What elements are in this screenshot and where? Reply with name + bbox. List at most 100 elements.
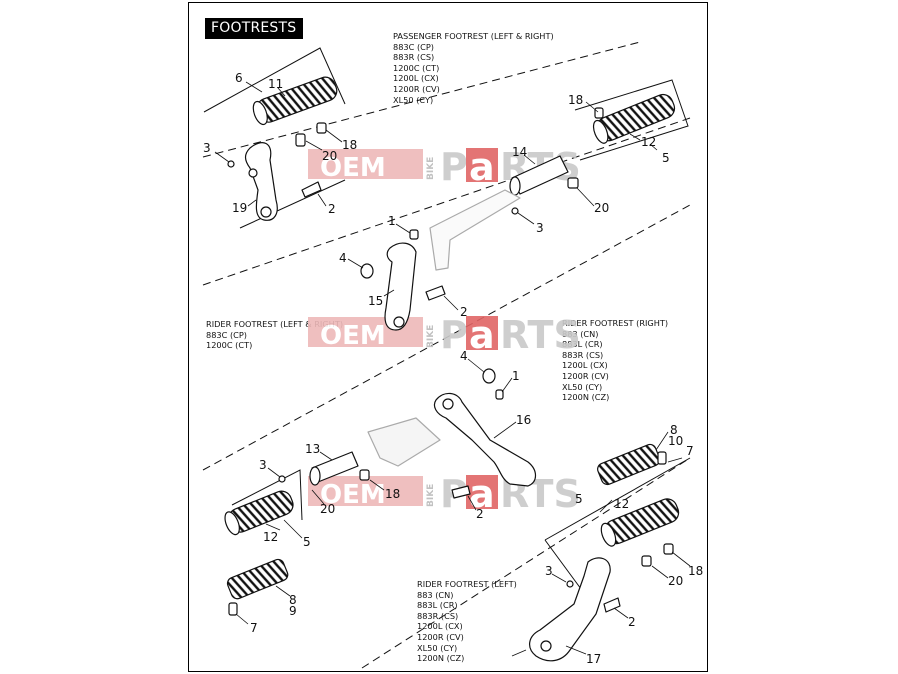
callout-16: 16 (516, 413, 531, 427)
callout-12: 12 (641, 135, 656, 149)
callout-5: 5 (303, 535, 311, 549)
watermark-oem: OEM (320, 153, 386, 183)
callout-8: 8 (670, 423, 678, 437)
callout-14: 14 (512, 145, 527, 159)
callout-11: 11 (268, 77, 283, 91)
frame-bracket (367, 417, 441, 467)
rider-lr-model: 1200C (CT) (206, 340, 253, 351)
rider-left-model: 1200R (CV) (417, 631, 464, 642)
callout-2: 2 (328, 202, 336, 216)
rider-left-model: 1200N (CZ) (417, 653, 465, 664)
rider-lr-heading: RIDER FOOTREST (LEFT & RIGHT) (206, 319, 344, 329)
mount-end (509, 176, 521, 196)
screw-18 (316, 122, 327, 134)
callout-3: 3 (545, 564, 553, 578)
grease-fitting-1 (409, 229, 419, 240)
page-title: FOOTRESTS (205, 18, 304, 39)
pin-20 (641, 555, 652, 567)
bolt-2 (603, 597, 621, 613)
leader-lines (214, 81, 691, 657)
callout-10: 10 (668, 434, 683, 448)
callout-18: 18 (385, 487, 400, 501)
rider-right-model: 883R (CS) (562, 349, 604, 360)
callout-13: 13 (305, 442, 320, 456)
rider-right-model: 1200R (CV) (562, 370, 609, 381)
passenger-heading: PASSENGER FOOTREST (LEFT & RIGHT) (393, 31, 554, 41)
callout-18: 18 (688, 564, 703, 578)
callout-5: 5 (662, 151, 670, 165)
screw-18 (594, 107, 604, 119)
rider-right-model: 883L (CR) (562, 339, 603, 350)
bolt-2 (301, 181, 322, 198)
rider-left-right-block: RIDER FOOTREST (LEFT & RIGHT) 883C (CP) … (206, 319, 343, 351)
rider-right-model: XL50 (CY) (562, 381, 603, 392)
footpeg-8 (226, 558, 289, 600)
clip-3 (511, 207, 519, 215)
callout-17: 17 (586, 652, 601, 666)
watermark-logo: OEM BIKE P a RTS (308, 472, 581, 516)
grease-fitting-1 (495, 389, 504, 400)
pin-20 (295, 133, 306, 147)
callout-2: 2 (476, 507, 484, 521)
callout-9: 9 (289, 604, 297, 618)
screw-18 (359, 469, 370, 481)
passenger-model: 1200R (CV) (393, 83, 440, 94)
rider-left-model: XL50 (CY) (417, 642, 458, 653)
watermark-rts: RTS (500, 313, 581, 357)
watermark-p: P (440, 145, 468, 189)
o-ring-4 (360, 263, 374, 279)
watermark-a: a (469, 313, 495, 357)
pivot-hole (260, 206, 272, 218)
rider-right-heading: RIDER FOOTREST (RIGHT) (562, 318, 669, 328)
callout-20: 20 (322, 149, 337, 163)
callout-3: 3 (259, 458, 267, 472)
passenger-footrest-block: PASSENGER FOOTREST (LEFT & RIGHT) 883C (… (393, 31, 554, 105)
footrest-support-15 (384, 242, 417, 331)
callout-7: 7 (686, 444, 694, 458)
rider-right-block: RIDER FOOTREST (RIGHT) 883 (CN) 883L (CR… (562, 318, 668, 403)
pin-7 (228, 602, 238, 616)
watermark-logo: OEM BIKE P a RTS (308, 313, 581, 357)
callout-19: 19 (232, 201, 247, 215)
callout-2: 2 (460, 305, 468, 319)
bolt-2 (451, 485, 471, 499)
section-dividers (202, 41, 691, 669)
footpeg-rubber-11 (252, 76, 338, 126)
callout-1: 1 (512, 369, 520, 383)
rider-left-model: 883R (CS) (417, 610, 459, 621)
screw-18 (663, 543, 674, 555)
rider-left-model: 883 (CN) (417, 589, 454, 600)
watermark-oem: OEM (320, 480, 386, 510)
rider-left-model: 1200L (CX) (417, 621, 463, 632)
footrest-bracket-17 (529, 557, 611, 662)
bolt-2 (425, 285, 446, 301)
clip-3 (278, 475, 286, 483)
passenger-model: 883C (CP) (393, 41, 434, 52)
callout-12: 12 (614, 497, 629, 511)
callout-1: 1 (388, 214, 396, 228)
rider-right-model: 883 (CN) (562, 328, 599, 339)
callout-20: 20 (594, 201, 609, 215)
clip-3 (566, 580, 574, 588)
callout-3: 3 (536, 221, 544, 235)
callout-4: 4 (460, 349, 468, 363)
footpeg-8 (597, 443, 661, 486)
o-ring-4 (482, 368, 496, 384)
callout-20: 20 (320, 502, 335, 516)
frame-bracket (429, 189, 521, 271)
callout-4: 4 (339, 251, 347, 265)
watermark-bike: BIKE (426, 157, 436, 180)
rider-left-model: 883L (CR) (417, 600, 458, 611)
rider-left-heading: RIDER FOOTREST (LEFT) (417, 579, 517, 589)
rider-lr-model: 883C (CP) (206, 329, 247, 340)
callout-6: 6 (235, 71, 243, 85)
passenger-model: 1200L (CX) (393, 73, 439, 84)
watermark-p: P (440, 313, 468, 357)
callout-3: 3 (203, 141, 211, 155)
callout-18: 18 (342, 138, 357, 152)
footpeg-rubber-12 (592, 93, 676, 144)
callout-5: 5 (575, 492, 583, 506)
callout-18: 18 (568, 93, 583, 107)
callout-numbers: 6 11 3 19 2 20 18 18 14 12 5 20 3 1 4 1 5… (203, 71, 703, 666)
callout-12: 12 (263, 530, 278, 544)
